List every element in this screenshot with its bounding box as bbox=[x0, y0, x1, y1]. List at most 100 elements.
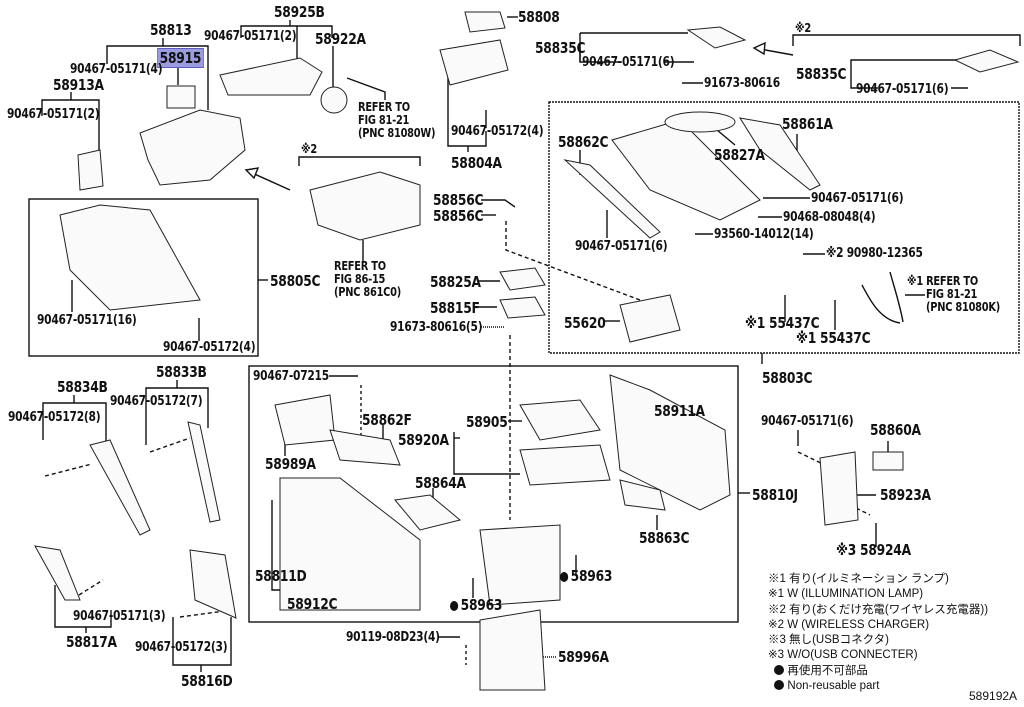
part-58825A bbox=[499, 267, 546, 291]
ref-861C0-line2[interactable]: FIG 86-15 bbox=[334, 272, 386, 286]
label-58861A[interactable]: 58861A bbox=[782, 115, 833, 133]
label-58913A[interactable]: 58913A bbox=[53, 76, 104, 94]
label-58811D[interactable]: 58811D bbox=[255, 567, 307, 585]
part-58813 bbox=[139, 109, 246, 186]
ref-81080K-line1[interactable]: ※1 REFER TO bbox=[907, 274, 978, 288]
part-58911A bbox=[609, 374, 731, 511]
label-55437C-a[interactable]: ※1 55437C bbox=[745, 314, 820, 332]
label-90467-05171-2a[interactable]: 90467-05171(2) bbox=[7, 107, 100, 122]
label-90467-05171-6a[interactable]: 90467-05171(6) bbox=[582, 55, 675, 70]
label-58810J[interactable]: 58810J bbox=[752, 486, 798, 504]
bullet-dot-icon bbox=[774, 664, 785, 675]
non-reusable-dot-icon bbox=[560, 572, 569, 582]
label-90980-12365[interactable]: ※2 90980-12365 bbox=[826, 246, 923, 261]
figure-id: 589192A bbox=[969, 689, 1018, 703]
label-58825A[interactable]: 58825A bbox=[430, 273, 481, 291]
label-58815F[interactable]: 58815F bbox=[430, 299, 480, 317]
non-reusable-dot-icon bbox=[450, 601, 459, 611]
part-58989A bbox=[274, 394, 336, 446]
label-58905[interactable]: 58905 bbox=[466, 413, 508, 431]
label-90467-05172-8[interactable]: 90467-05172(8) bbox=[8, 410, 101, 425]
legend-note2-en: ※2 W (WIRELESS CHARGER) bbox=[768, 618, 930, 631]
ref-81080K-line2[interactable]: FIG 81-21 bbox=[926, 287, 978, 301]
label-58924A[interactable]: ※3 58924A bbox=[836, 541, 911, 559]
label-58996A[interactable]: 58996A bbox=[558, 648, 609, 666]
part-58861A bbox=[738, 117, 821, 191]
label-58923A[interactable]: 58923A bbox=[880, 486, 931, 504]
label-90467-05171-6e[interactable]: 90467-05171(6) bbox=[761, 414, 854, 429]
label-58925B[interactable]: 58925B bbox=[274, 3, 325, 21]
label-58834B[interactable]: 58834B bbox=[57, 378, 108, 396]
label-58856C-a[interactable]: 58856C bbox=[433, 191, 484, 209]
part-58833B bbox=[187, 421, 221, 523]
label-90467-05171-3[interactable]: 90467-05171(3) bbox=[73, 609, 166, 624]
ref-861C0-line1[interactable]: REFER TO bbox=[334, 259, 386, 273]
part-58905 bbox=[519, 399, 601, 441]
label-90467-05171-16[interactable]: 90467-05171(16) bbox=[37, 313, 137, 328]
label-58963-a[interactable]: 58963 bbox=[450, 597, 502, 613]
label-58920A[interactable]: 58920A bbox=[398, 431, 449, 449]
part-58915 bbox=[166, 85, 196, 109]
label-58813[interactable]: 58813 bbox=[150, 21, 192, 39]
label-58911A[interactable]: 58911A bbox=[654, 402, 705, 420]
label-90467-05171-6b[interactable]: 90467-05171(6) bbox=[856, 82, 949, 97]
ref-81080W-line2[interactable]: FIG 81-21 bbox=[358, 113, 410, 127]
label-90467-05172-4a[interactable]: 90467-05172(4) bbox=[451, 124, 544, 139]
label-58963-b[interactable]: 58963 bbox=[560, 568, 612, 584]
part-console-box bbox=[479, 524, 561, 606]
label-58864A[interactable]: 58864A bbox=[415, 474, 466, 492]
label-90467-05172-4b[interactable]: 90467-05172(4) bbox=[163, 340, 256, 355]
label-58963-b-text: 58963 bbox=[570, 567, 613, 585]
part-58808 bbox=[464, 11, 506, 33]
label-90467-05171-6c[interactable]: 90467-05171(6) bbox=[811, 191, 904, 206]
label-90467-05171-4[interactable]: 90467-05171(4) bbox=[70, 62, 163, 77]
label-90467-05171-2b[interactable]: 90467-05171(2) bbox=[204, 29, 297, 44]
label-58827A[interactable]: 58827A bbox=[714, 146, 765, 164]
label-91673-80616[interactable]: 91673-80616 bbox=[704, 76, 780, 91]
label-58915[interactable]: 58915 bbox=[157, 48, 204, 68]
label-58835C-a[interactable]: 58835C bbox=[535, 39, 586, 57]
label-58856C-b[interactable]: 58856C bbox=[433, 207, 484, 225]
label-90467-05172-3[interactable]: 90467-05172(3) bbox=[135, 640, 228, 655]
label-90467-05171-6d[interactable]: 90467-05171(6) bbox=[575, 239, 668, 254]
label-58833B[interactable]: 58833B bbox=[156, 363, 207, 381]
label-55620[interactable]: 55620 bbox=[564, 314, 606, 332]
label-93560-14012[interactable]: 93560-14012(14) bbox=[714, 227, 814, 242]
label-91673-80616-5[interactable]: 91673-80616(5) bbox=[390, 320, 483, 335]
label-58989A[interactable]: 58989A bbox=[265, 455, 316, 473]
label-58912C[interactable]: 58912C bbox=[287, 595, 338, 613]
part-58920A bbox=[519, 444, 611, 486]
part-console-panel bbox=[611, 119, 761, 221]
ref-81080W-line1[interactable]: REFER TO bbox=[358, 100, 410, 114]
label-58835C-b[interactable]: 58835C bbox=[796, 65, 847, 83]
label-58862C[interactable]: 58862C bbox=[558, 133, 609, 151]
part-58864A bbox=[394, 494, 462, 531]
label-58804A[interactable]: 58804A bbox=[451, 154, 502, 172]
label-58915-highlighted[interactable]: 58915 bbox=[157, 48, 204, 68]
ref-81080K-line3[interactable]: (PNC 81080K) bbox=[926, 300, 1001, 314]
legend-nonreusable-jp: 再使用不可部品 bbox=[768, 664, 988, 679]
label-58863C[interactable]: 58863C bbox=[639, 529, 690, 547]
label-58862F[interactable]: 58862F bbox=[362, 411, 412, 429]
label-90467-07215[interactable]: 90467-07215 bbox=[253, 369, 329, 384]
part-58863C bbox=[619, 479, 666, 511]
label-58860A[interactable]: 58860A bbox=[870, 421, 921, 439]
note-2-mid: ※2 bbox=[301, 142, 317, 156]
ref-861C0-line3[interactable]: (PNC 861C0) bbox=[334, 285, 401, 299]
label-58803C[interactable]: 58803C bbox=[762, 369, 813, 387]
label-58808[interactable]: 58808 bbox=[518, 8, 560, 26]
label-58816D[interactable]: 58816D bbox=[181, 672, 233, 690]
label-58922A[interactable]: 58922A bbox=[315, 30, 366, 48]
label-58805C[interactable]: 58805C bbox=[270, 272, 321, 290]
legend-note3-jp: ※3 無し(USBコネクタ) bbox=[768, 634, 889, 647]
label-58817A[interactable]: 58817A bbox=[66, 633, 117, 651]
label-90468-08048[interactable]: 90468-08048(4) bbox=[783, 210, 876, 225]
note-2-top: ※2 bbox=[795, 21, 811, 35]
label-90467-05172-7[interactable]: 90467-05172(7) bbox=[110, 394, 203, 409]
ref-81080W-line3[interactable]: (PNC 81080W) bbox=[358, 126, 436, 140]
label-90119-08D23[interactable]: 90119-08D23(4) bbox=[346, 630, 440, 645]
part-58805C bbox=[59, 204, 201, 311]
label-55437C-b[interactable]: ※1 55437C bbox=[796, 329, 871, 347]
part-58834B bbox=[89, 439, 151, 536]
legend-nonreusable-en: Non-reusable part bbox=[768, 679, 988, 694]
